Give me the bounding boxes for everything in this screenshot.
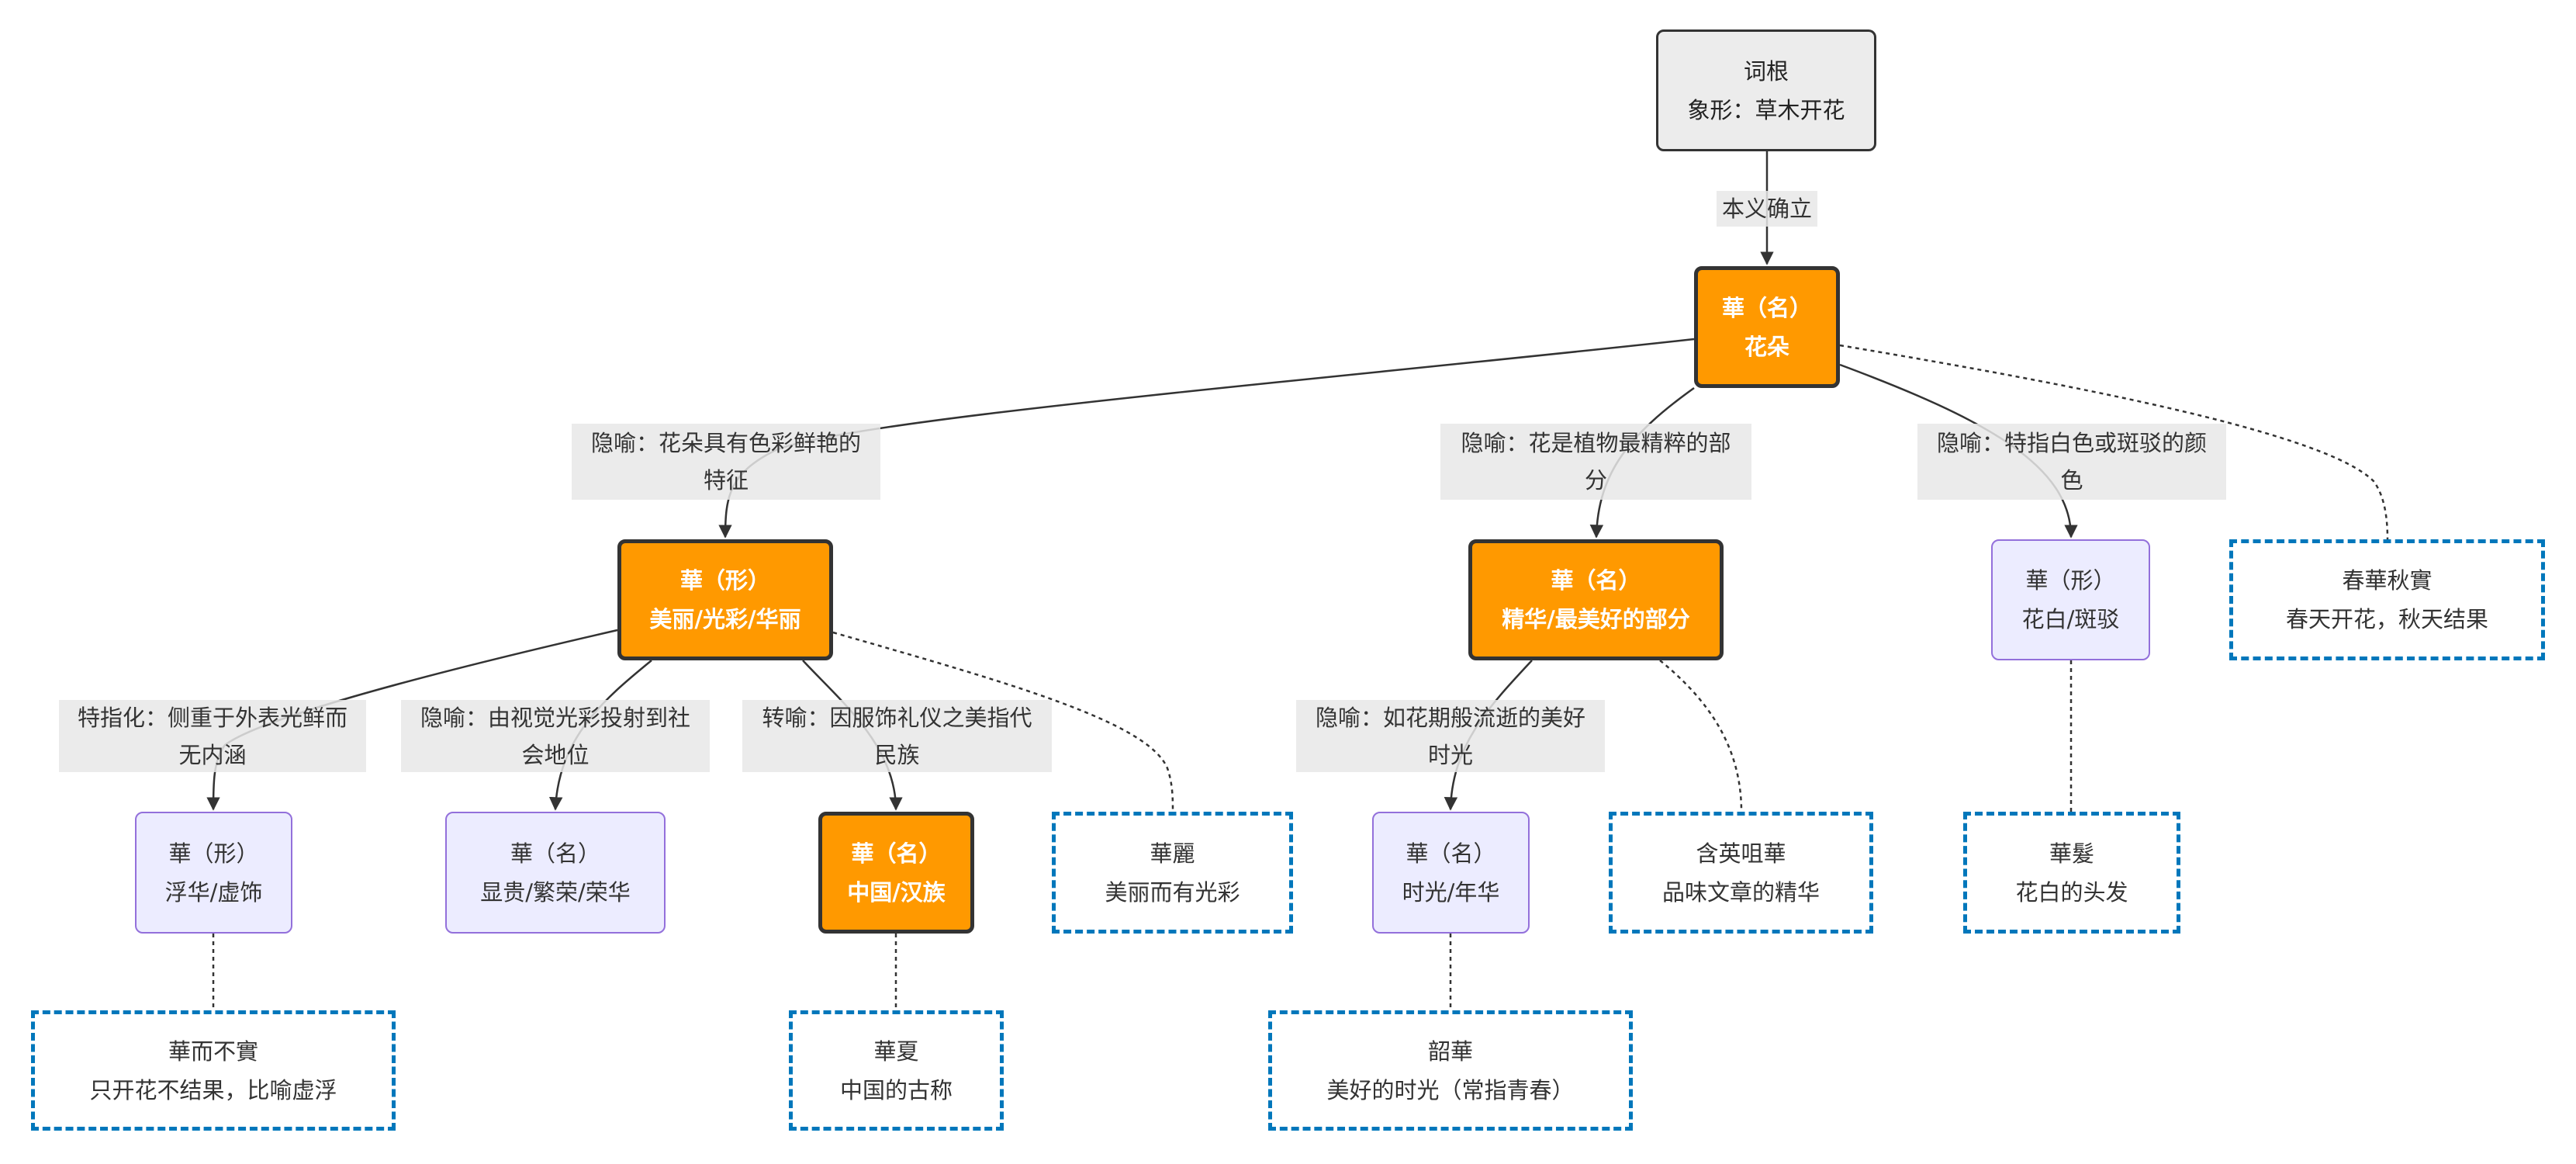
- edge-label-status: 隐喻：由视觉光彩投射到社会地位: [401, 700, 710, 772]
- edge-label-text: 特指化：侧重于外表光鲜而无内涵: [77, 704, 348, 768]
- idiom-title: 華麗: [1150, 840, 1195, 867]
- idiom-meaning: 中国的古称: [839, 1076, 953, 1103]
- node-title: 華（名）: [510, 840, 600, 867]
- idiom-title: 華髮: [2049, 840, 2094, 867]
- node-meaning: 精华/最美好的部分: [1502, 606, 1690, 632]
- idiom-chunhua[interactable]: 春華秋實 春天开花，秋天结果: [2229, 539, 2545, 660]
- edge-label-grey: 隐喻：特指白色或斑驳的颜色: [1917, 424, 2226, 500]
- idiom-title: 華夏: [873, 1038, 919, 1065]
- edge-label-text: 隐喻：由视觉光彩投射到社会地位: [420, 704, 690, 768]
- edge-label-origin: 本义确立: [1717, 191, 1817, 227]
- idiom-meaning: 品味文章的精华: [1661, 878, 1820, 906]
- node-grey[interactable]: 華（形） 花白/斑驳: [1991, 539, 2150, 660]
- node-title: 華（名）: [851, 840, 942, 867]
- node-meaning: 美丽/光彩/华丽: [649, 606, 801, 632]
- idiom-title: 韶華: [1427, 1038, 1473, 1065]
- idiom-meaning: 花白的头发: [2015, 878, 2128, 906]
- node-flashy[interactable]: 華（形） 浮华/虚饰: [135, 812, 292, 934]
- edge-label-text: 隐喻：花是植物最精粹的部分: [1461, 430, 1731, 494]
- edge-flower-chunhua: [1839, 344, 2389, 540]
- edge-label-text: 隐喻：如花期般流逝的美好时光: [1315, 704, 1585, 768]
- node-prominent[interactable]: 華（名） 显贵/繁荣/荣华: [445, 812, 666, 934]
- node-china[interactable]: 華（名） 中国/汉族: [818, 812, 974, 934]
- idiom-meaning: 美丽而有光彩: [1105, 878, 1240, 906]
- idiom-meaning: 美好的时光（常指青春）: [1326, 1076, 1575, 1103]
- edge-label-nation: 转喻：因服饰礼仪之美指代民族: [742, 700, 1052, 772]
- node-meaning: 花白/斑驳: [2021, 606, 2120, 632]
- idiom-title: 含英咀華: [1696, 840, 1786, 867]
- node-beautiful[interactable]: 華（形） 美丽/光彩/华丽: [617, 539, 833, 660]
- root-node[interactable]: 词根 象形：草木开花: [1656, 29, 1876, 151]
- idiom-meaning: 春天开花，秋天结果: [2285, 606, 2488, 632]
- idiom-huaerbushi[interactable]: 華而不實 只开花不结果，比喻虚浮: [31, 1010, 396, 1131]
- edge-essence-hanying: [1659, 660, 1743, 812]
- edge-label-text: 隐喻：花朵具有色彩鲜艳的特征: [590, 430, 861, 494]
- node-meaning: 显贵/繁荣/荣华: [480, 878, 631, 906]
- edge-label-time: 隐喻：如花期般流逝的美好时光: [1296, 700, 1605, 772]
- root-subtitle: 象形：草木开花: [1687, 96, 1845, 123]
- edge-label-text: 本义确立: [1721, 196, 1812, 222]
- node-title: 華（名）: [1551, 567, 1641, 594]
- root-title: 词根: [1743, 57, 1789, 85]
- edge-label-text: 隐喻：特指白色或斑驳的颜色: [1936, 430, 2207, 494]
- idiom-huali[interactable]: 華麗 美丽而有光彩: [1052, 812, 1293, 934]
- node-meaning: 中国/汉族: [847, 878, 946, 906]
- idiom-title: 華而不實: [168, 1038, 258, 1065]
- edge-label-flashy: 特指化：侧重于外表光鲜而无内涵: [59, 700, 366, 772]
- node-meaning: 花朵: [1744, 333, 1789, 360]
- edge-beautiful-huali: [832, 631, 1174, 812]
- node-title: 華（形）: [2025, 567, 2116, 594]
- idiom-meaning: 只开花不结果，比喻虚浮: [89, 1076, 337, 1103]
- node-meaning: 时光/年华: [1402, 878, 1500, 906]
- edge-label-text: 转喻：因服饰礼仪之美指代民族: [762, 704, 1032, 768]
- node-essence[interactable]: 華（名） 精华/最美好的部分: [1468, 539, 1724, 660]
- edge-label-color: 隐喻：花朵具有色彩鲜艳的特征: [572, 424, 880, 500]
- idiom-huafa[interactable]: 華髮 花白的头发: [1963, 812, 2180, 934]
- node-title: 華（名）: [1406, 840, 1496, 867]
- node-title: 華（形）: [168, 840, 259, 867]
- node-title: 華（名）: [1721, 294, 1812, 321]
- idiom-title: 春華秋實: [2342, 567, 2433, 594]
- node-flower[interactable]: 華（名） 花朵: [1694, 266, 1840, 388]
- node-title: 華（形）: [679, 567, 770, 594]
- idiom-hanying[interactable]: 含英咀華 品味文章的精华: [1609, 812, 1873, 934]
- edge-label-essence: 隐喻：花是植物最精粹的部分: [1440, 424, 1751, 500]
- node-time[interactable]: 華（名） 时光/年华: [1372, 812, 1530, 934]
- node-meaning: 浮华/虚饰: [164, 878, 263, 906]
- idiom-huaxia[interactable]: 華夏 中国的古称: [789, 1010, 1004, 1131]
- idiom-shaohua[interactable]: 韶華 美好的时光（常指青春）: [1268, 1010, 1633, 1131]
